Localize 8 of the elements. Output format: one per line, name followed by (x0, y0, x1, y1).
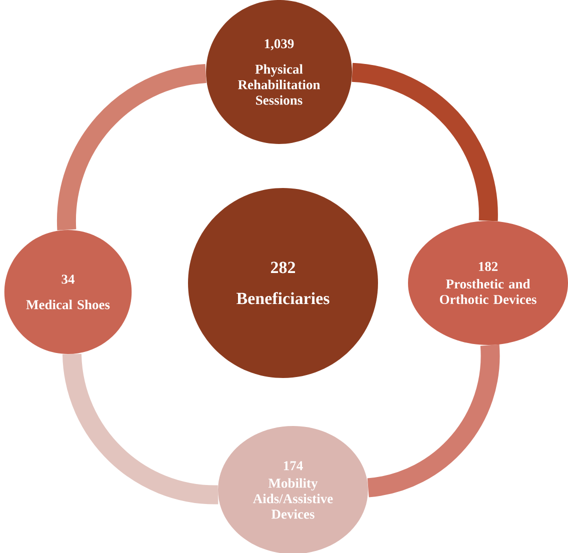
ring-arc (57, 64, 207, 230)
circle-node: 34 Medical Shoes (4, 230, 132, 354)
circle-node: 282 Beneficiaries (188, 188, 378, 378)
circle-node: 182 Prosthetic and Orthotic Devices (408, 221, 568, 345)
ring-arc (62, 353, 218, 504)
ring-arc (351, 62, 498, 222)
ring-arc (366, 345, 500, 498)
circle-node: 1,039 Physical Rehabilitation Sessions (206, 0, 352, 144)
